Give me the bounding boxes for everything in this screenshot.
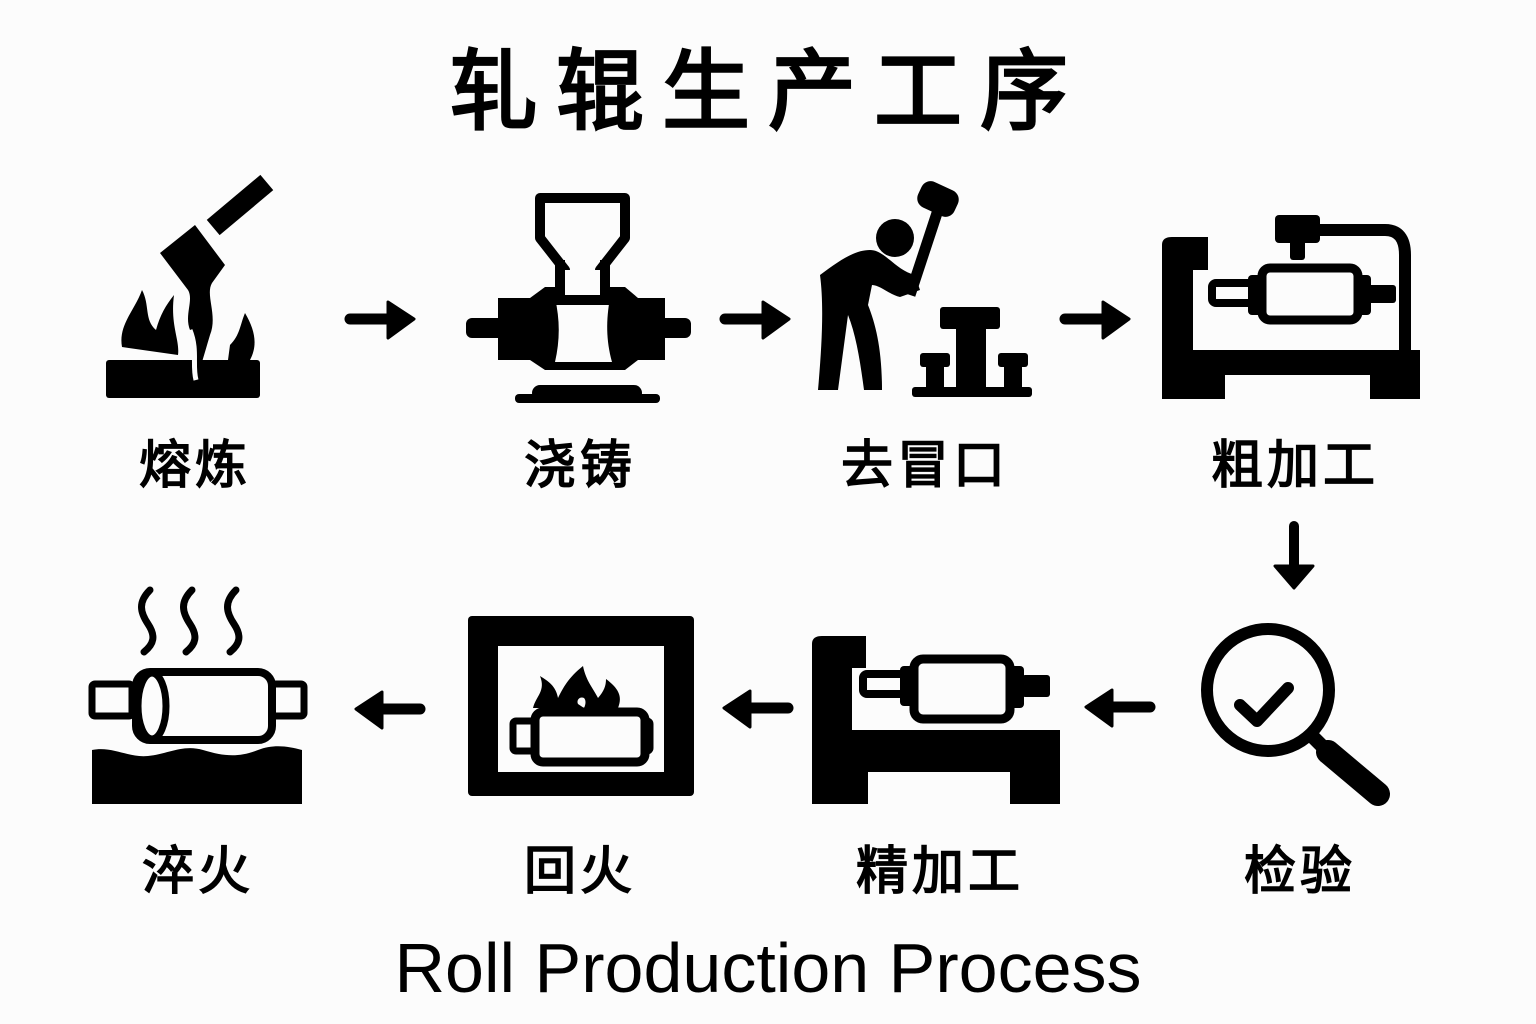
diagram-title: 轧辊生产工序 xyxy=(449,40,1086,143)
step-label-casting: 浇铸 xyxy=(523,436,636,496)
step-finish-machining xyxy=(808,632,1063,812)
arrow-down xyxy=(1273,521,1315,590)
step-label-inspection: 检验 xyxy=(1243,842,1356,902)
step-label-riser-removal: 去冒口 xyxy=(840,436,1009,496)
arrow-right-1 xyxy=(344,300,416,340)
step-rough-machining xyxy=(1150,215,1425,405)
ladle-pouring-fire-icon xyxy=(106,174,274,398)
step-label-finish-machining: 精加工 xyxy=(855,842,1024,902)
arrow-left-1 xyxy=(1084,688,1156,728)
arrow-right-2 xyxy=(719,300,791,340)
diagram-subtitle: Roll Production Process xyxy=(394,929,1142,1007)
lathe-rough-machining-icon xyxy=(1162,215,1420,399)
step-riser-removal xyxy=(800,175,1040,405)
steam-icon xyxy=(138,586,243,656)
casting-mold-funnel-icon xyxy=(466,193,691,403)
step-label-tempering: 回火 xyxy=(523,842,636,902)
magnifier-check-icon xyxy=(1201,623,1390,806)
lathe-finish-machining-icon xyxy=(812,636,1060,804)
step-quenching xyxy=(88,580,308,810)
step-label-smelting: 熔炼 xyxy=(138,436,251,496)
step-smelting xyxy=(100,165,290,405)
step-casting xyxy=(460,190,700,410)
worker-hammer-riser-icon xyxy=(818,181,1032,397)
step-label-quenching: 淬火 xyxy=(141,842,254,902)
roll-quench-water-steam-icon xyxy=(88,586,308,804)
arrow-right-3 xyxy=(1059,300,1131,340)
step-inspection xyxy=(1200,610,1400,810)
step-tempering xyxy=(468,616,694,796)
step-label-rough-machining: 粗加工 xyxy=(1210,436,1379,496)
arrow-left-2 xyxy=(722,689,794,729)
furnace-roll-flame-icon xyxy=(468,616,694,796)
arrow-left-3 xyxy=(354,690,426,730)
